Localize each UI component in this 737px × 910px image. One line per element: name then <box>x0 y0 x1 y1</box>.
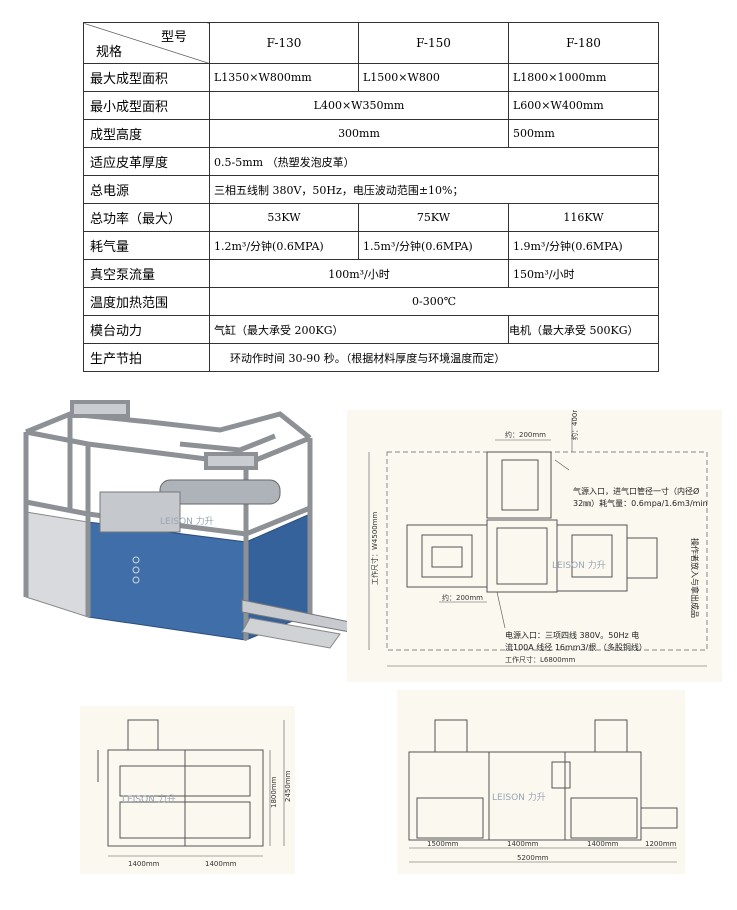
spec-table: 型号 规格 F-130 F-150 F-180 最大成型面积 L1350×W80… <box>83 22 659 372</box>
watermark-text: LEISON 力升 <box>552 559 606 571</box>
machine-slide-base <box>241 617 341 649</box>
table-row: 生产节拍 环动作时间 30-90 秒。（根据材料厚度与环境温度而定） <box>83 343 659 372</box>
cell-value: 电机（最大承受 500KG） <box>508 315 659 344</box>
cell-value: 1.2m³/分钟(0.6MPA) <box>209 231 359 260</box>
cell-value: L600×W400mm <box>508 91 659 120</box>
row-label: 模台动力 <box>83 315 210 344</box>
height-total-label: 2450mm <box>284 770 292 802</box>
layout-plan-drawing: 约：200mm 约：400mm 气源入口，进气口管径一寸（内径Ø 32㎜）耗气量… <box>347 410 722 682</box>
table-row: 最大成型面积 L1350×W800mm L1500×W800 L1800×100… <box>83 63 659 92</box>
table-row: 总电源 三相五线制 380V，50Hz，电压波动范围±10%； <box>83 175 659 204</box>
dim-mid-label: 约：200mm <box>442 593 483 602</box>
cell-value: L400×W350mm <box>209 91 509 120</box>
row-label: 总电源 <box>83 175 210 204</box>
table-row: 成型高度 300mm 500mm <box>83 119 659 148</box>
header-spec-label: 规格 <box>96 45 123 60</box>
machine-blue-panel-left <box>87 521 247 641</box>
front-dim-1400b: 1400mm <box>587 840 619 848</box>
machine-cabinet-vents <box>132 556 140 584</box>
cell-value: L1800×1000mm <box>508 63 659 92</box>
row-label: 温度加热范围 <box>83 287 210 316</box>
table-row: 最小成型面积 L400×W350mm L600×W400mm <box>83 91 659 120</box>
cell-value: 75KW <box>358 203 509 232</box>
watermark-text: LEISON 力升 <box>122 793 176 805</box>
table-row: 温度加热范围 0-300℃ <box>83 287 659 316</box>
front-dim-1200: 1200mm <box>645 840 677 848</box>
table-row: 耗气量 1.2m³/分钟(0.6MPA) 1.5m³/分钟(0.6MPA) 1.… <box>83 231 659 260</box>
front-view-dimension-lines <box>409 847 677 863</box>
cell-value: 三相五线制 380V，50Hz，电压波动范围±10%； <box>209 175 659 204</box>
side-view-svg: 1800mm 2450mm 1400mm 1400mm LEISON 力升 <box>80 706 295 874</box>
cell-value: 116KW <box>508 203 659 232</box>
machine-roller <box>99 479 281 533</box>
header-model-f180: F-180 <box>508 22 659 64</box>
cell-value: 0.5-5mm （热塑发泡皮革） <box>209 147 659 176</box>
front-view-svg: 1500mm 1400mm 1400mm 1200mm 5200mm LEISO… <box>397 690 685 874</box>
cell-value: 500mm <box>508 119 659 148</box>
side-view-outline <box>97 719 264 847</box>
row-label: 适应皮革厚度 <box>83 147 210 176</box>
work-width-label: 工作尺寸：W4500mm <box>370 511 379 585</box>
row-label: 成型高度 <box>83 119 210 148</box>
table-row: 模台动力 气缸（最大承受 200KG） 电机（最大承受 500KG） <box>83 315 659 344</box>
table-row: 真空泵流量 100m³/小时 150m³/小时 <box>83 259 659 288</box>
side-view-drawing: 1800mm 2450mm 1400mm 1400mm LEISON 力升 <box>80 706 295 874</box>
cell-value: 300mm <box>209 119 509 148</box>
front-dim-total: 5200mm <box>517 854 549 862</box>
cell-value: 环动作时间 30-90 秒。（根据材料厚度与环境温度而定） <box>209 343 659 372</box>
table-header-row: 型号 规格 F-130 F-150 F-180 <box>83 22 659 64</box>
row-label: 真空泵流量 <box>83 259 210 288</box>
dim-top-label: 约：200mm <box>505 430 546 439</box>
cell-value: 150m³/小时 <box>508 259 659 288</box>
power-note-line1: 电源入口：三项四线 380V。50Hz 电 <box>505 630 639 640</box>
air-note-line1: 气源入口，进气口管径一寸（内径Ø <box>573 486 699 496</box>
watermark-text: LEISON 力升 <box>492 791 546 803</box>
side-note-label: 操作者放入与拿出成品 <box>690 538 700 618</box>
row-label: 生产节拍 <box>83 343 210 372</box>
work-length-label: 工作尺寸：L6800mm <box>505 655 576 664</box>
table-row: 总功率（最大） 53KW 75KW 116KW <box>83 203 659 232</box>
row-label: 耗气量 <box>83 231 210 260</box>
header-model-f130: F-130 <box>209 22 359 64</box>
cell-value: 0-300℃ <box>209 287 659 316</box>
row-label: 最大成型面积 <box>83 63 210 92</box>
cell-value: 1.5m³/分钟(0.6MPA) <box>358 231 509 260</box>
row-label: 总功率（最大） <box>83 203 210 232</box>
header-model-f150: F-150 <box>358 22 509 64</box>
cell-value: L1500×W800 <box>358 63 509 92</box>
machine-top-towers <box>70 400 258 470</box>
machine-3d-svg: LEISON 力升 <box>23 400 351 649</box>
watermark-text: LEISON 力升 <box>160 515 214 527</box>
cell-value: 1.9m³/分钟(0.6MPA) <box>508 231 659 260</box>
side-view-dimension-lines <box>108 720 285 857</box>
height-frame-label: 1800mm <box>270 776 278 808</box>
front-view-drawing: 1500mm 1400mm 1400mm 1200mm 5200mm LEISO… <box>397 690 685 874</box>
machine-3d-render: LEISON 力升 <box>10 392 360 662</box>
layout-plan-paper <box>347 410 722 682</box>
cell-value: 气缸（最大承受 200KG） <box>209 315 509 344</box>
layout-plan-svg: 约：200mm 约：400mm 气源入口，进气口管径一寸（内径Ø 32㎜）耗气量… <box>347 410 722 682</box>
cell-value: 100m³/小时 <box>209 259 509 288</box>
front-dim-1500: 1500mm <box>427 840 459 848</box>
machine-side-panel <box>25 511 89 618</box>
air-note-line2: 32㎜）耗气量：0.6mpa/1.6m3/min <box>573 498 708 508</box>
width-right-label: 1400mm <box>205 860 237 868</box>
cell-value: 53KW <box>209 203 359 232</box>
dim-top-right-label: 约：400mm <box>570 410 579 440</box>
front-view-outline <box>408 719 678 841</box>
header-model-label: 型号 <box>160 30 187 45</box>
cell-value: L1350×W800mm <box>209 63 359 92</box>
front-view-paper <box>397 690 685 874</box>
plan-machine-blocks <box>406 451 658 593</box>
width-left-label: 1400mm <box>128 860 160 868</box>
power-note-line2: 流100A 线径 16mm3/根 （多股铜线） <box>505 642 647 652</box>
table-row: 适应皮革厚度 0.5-5mm （热塑发泡皮革） <box>83 147 659 176</box>
row-label: 最小成型面积 <box>83 91 210 120</box>
front-dim-1400a: 1400mm <box>507 840 539 848</box>
header-diagonal-cell: 型号 规格 <box>83 22 210 64</box>
plan-dimension-lines <box>368 418 707 667</box>
